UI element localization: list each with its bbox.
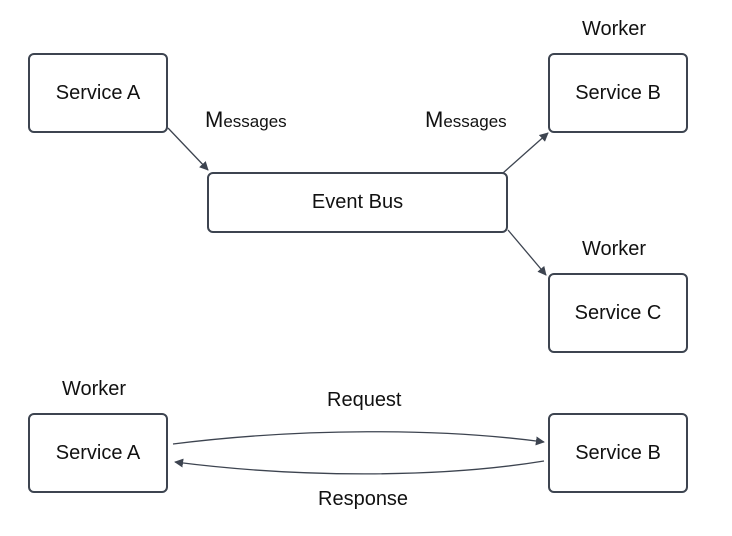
node-service-c: Service C [548,273,688,353]
node-event-bus: Event Bus [207,172,508,233]
edge-service-a-to-event-bus [167,127,209,171]
label-messages-right-initial: M [425,107,444,132]
node-service-a-bottom-label: Service A [55,441,141,464]
label-worker-service-b-top: Worker [582,18,647,40]
node-service-b-top: Service B [548,53,688,133]
label-messages-left-rest: essages [223,112,287,131]
node-service-b-top-label: Service B [575,81,661,104]
edge-event-bus-to-service-b [502,132,549,174]
node-service-b-bottom-label: Service B [575,441,661,464]
node-service-a-top-label: Service A [55,81,141,104]
label-worker-service-c: Worker [582,238,647,260]
edge-event-bus-to-service-c [507,229,547,276]
node-service-b-bottom: Service B [548,413,688,493]
label-response: Response [318,488,409,510]
node-service-c-label: Service C [574,301,662,324]
node-event-bus-label: Event Bus [311,191,404,213]
label-request: Request [327,389,402,411]
node-service-a-bottom: Service A [28,413,168,493]
node-service-a-top: Service A [28,53,168,133]
label-worker-service-a-bottom: Worker [62,378,127,400]
label-messages-right-rest: essages [443,112,507,131]
label-messages-right: Messages [425,108,507,134]
edge-request [172,431,545,446]
edge-response [174,458,545,475]
label-messages-left-initial: M [205,107,224,132]
label-messages-left: Messages [205,108,287,134]
